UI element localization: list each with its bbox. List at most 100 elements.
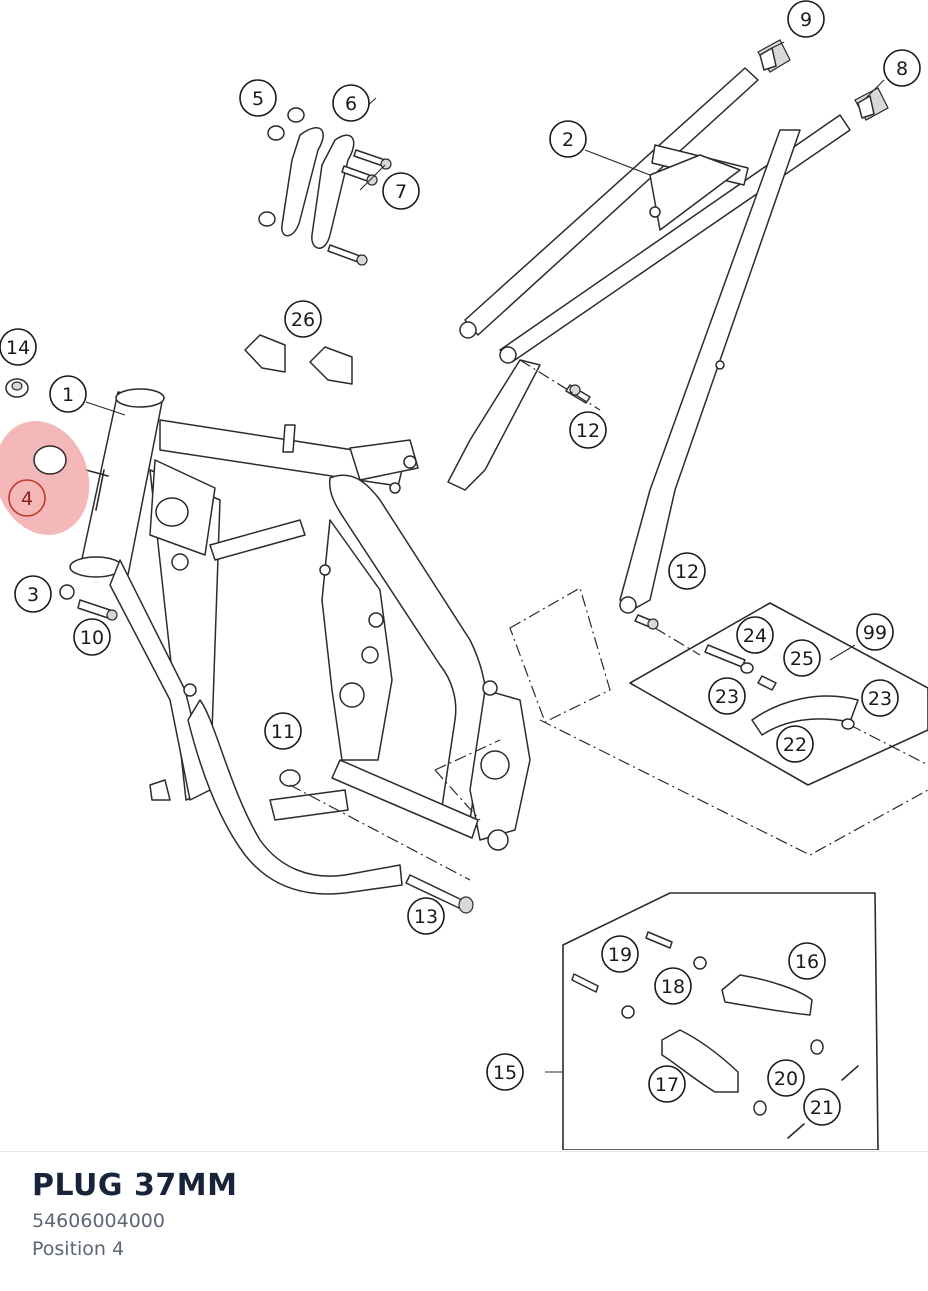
callout-number: 11 xyxy=(271,721,295,743)
callout-17[interactable]: 17 xyxy=(648,1065,686,1103)
callout-circle xyxy=(668,552,706,590)
callout-circle xyxy=(654,967,692,1005)
callout-16[interactable]: 16 xyxy=(788,942,826,980)
callout-number: 99 xyxy=(863,622,887,644)
callout-number: 9 xyxy=(800,9,812,31)
callout-number: 18 xyxy=(661,976,685,998)
bolt-10[interactable] xyxy=(77,599,118,621)
callout-number: 6 xyxy=(345,93,357,115)
callout-number: 17 xyxy=(655,1074,679,1096)
callout-99[interactable]: 99 xyxy=(856,613,894,651)
callout-number: 22 xyxy=(783,734,807,756)
frame-protectors[interactable] xyxy=(244,334,353,385)
callout-number: 24 xyxy=(743,625,767,647)
callout-number: 20 xyxy=(774,1068,798,1090)
callout-circle xyxy=(776,725,814,763)
callout-22[interactable]: 22 xyxy=(776,725,814,763)
bolt-12-upper[interactable] xyxy=(565,384,591,404)
callout-circle xyxy=(382,172,420,210)
tank-brackets[interactable] xyxy=(258,107,392,266)
callout-1[interactable]: 1 xyxy=(49,375,87,413)
callout-10[interactable]: 10 xyxy=(73,618,111,656)
part-info-footer: PLUG 37MM 54606004000 Position 4 xyxy=(0,1151,928,1291)
callout-circle xyxy=(861,679,899,717)
callout-circle xyxy=(549,120,587,158)
callout-number: 19 xyxy=(608,944,632,966)
callout-number: 3 xyxy=(27,584,39,606)
callout-number: 21 xyxy=(810,1097,834,1119)
callout-6[interactable]: 6 xyxy=(332,84,370,122)
callout-number: 12 xyxy=(576,420,600,442)
callout-12a[interactable]: 12 xyxy=(569,411,607,449)
callout-circle xyxy=(73,618,111,656)
callout-circle xyxy=(264,712,302,750)
sub-frame[interactable] xyxy=(447,67,851,614)
callout-number: 23 xyxy=(868,688,892,710)
part-name: PLUG 37MM xyxy=(32,1168,238,1203)
callout-25[interactable]: 25 xyxy=(783,639,821,677)
callout-23a[interactable]: 23 xyxy=(708,677,746,715)
callout-7[interactable]: 7 xyxy=(382,172,420,210)
callout-circle xyxy=(783,639,821,677)
callout-circle xyxy=(0,328,37,366)
callout-circle xyxy=(601,935,639,973)
main-frame[interactable] xyxy=(69,388,531,895)
callout-circle xyxy=(569,411,607,449)
bolt-12-lower[interactable] xyxy=(634,614,659,630)
callout-11[interactable]: 11 xyxy=(264,712,302,750)
end-cap-8[interactable] xyxy=(854,87,889,121)
callout-number: 23 xyxy=(715,686,739,708)
callout-21[interactable]: 21 xyxy=(803,1088,841,1126)
callout-circle xyxy=(856,613,894,651)
nut-14[interactable] xyxy=(5,378,29,398)
callout-number: 14 xyxy=(6,337,30,359)
callout-20[interactable]: 20 xyxy=(767,1059,805,1097)
callout-circle xyxy=(787,0,825,38)
footrest-kit[interactable] xyxy=(562,892,879,1150)
callout-circle xyxy=(736,616,774,654)
callout-number: 12 xyxy=(675,561,699,583)
bolt-13[interactable] xyxy=(405,874,474,914)
callout-24[interactable]: 24 xyxy=(736,616,774,654)
callout-circle xyxy=(767,1059,805,1097)
callout-2[interactable]: 2 xyxy=(549,120,587,158)
callout-number: 16 xyxy=(795,951,819,973)
callout-number: 7 xyxy=(395,181,407,203)
chain-guide-kit[interactable] xyxy=(629,602,928,786)
callout-14[interactable]: 14 xyxy=(0,328,37,366)
callout-5[interactable]: 5 xyxy=(239,79,277,117)
callout-number: 26 xyxy=(291,309,315,331)
callout-number: 10 xyxy=(80,627,104,649)
callout-3[interactable]: 3 xyxy=(14,575,52,613)
selected-part-highlight xyxy=(0,421,90,535)
callout-12b[interactable]: 12 xyxy=(668,552,706,590)
part-number: 54606004000 xyxy=(32,1210,165,1232)
callout-number: 8 xyxy=(896,58,908,80)
callout-23b[interactable]: 23 xyxy=(861,679,899,717)
callout-circle xyxy=(49,375,87,413)
callout-18[interactable]: 18 xyxy=(654,967,692,1005)
end-cap-9[interactable] xyxy=(757,39,791,73)
callout-circle xyxy=(407,897,445,935)
callout-number: 5 xyxy=(252,88,264,110)
callout-number: 15 xyxy=(493,1062,517,1084)
callout-15[interactable]: 15 xyxy=(486,1053,524,1091)
callout-19[interactable]: 19 xyxy=(601,935,639,973)
callout-number: 1 xyxy=(62,384,74,406)
callout-circle xyxy=(284,300,322,338)
callout-circle xyxy=(8,479,46,517)
nut-3[interactable] xyxy=(59,584,75,600)
callout-number: 4 xyxy=(21,488,33,510)
callout-4[interactable]: 4 xyxy=(8,479,46,517)
callout-8[interactable]: 8 xyxy=(883,49,921,87)
callout-26[interactable]: 26 xyxy=(284,300,322,338)
callout-circle xyxy=(708,677,746,715)
callout-number: 2 xyxy=(562,129,574,151)
bushing-11[interactable] xyxy=(279,769,301,787)
callout-13[interactable]: 13 xyxy=(407,897,445,935)
callout-circle xyxy=(883,49,921,87)
exploded-parts-diagram: 1234567891011121213141516171819202122232… xyxy=(0,0,928,1150)
callout-circle xyxy=(14,575,52,613)
callout-circle xyxy=(239,79,277,117)
callout-9[interactable]: 9 xyxy=(787,0,825,38)
